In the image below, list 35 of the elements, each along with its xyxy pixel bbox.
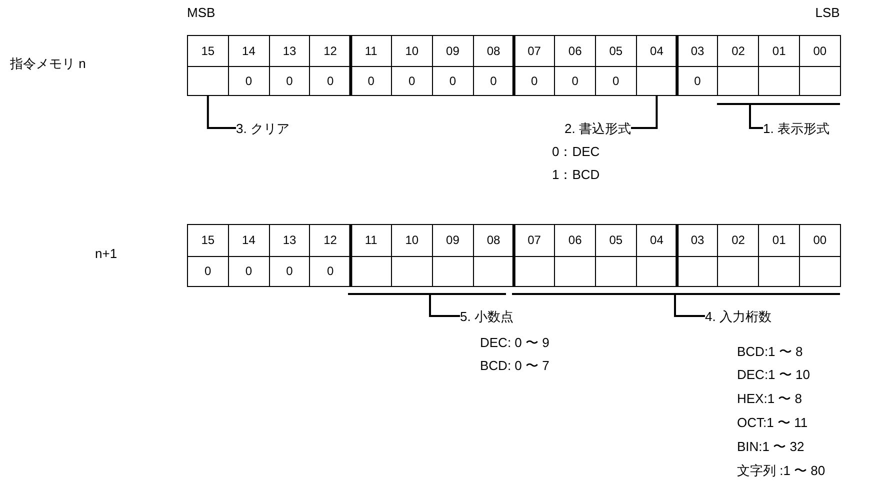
option-text: DEC:1 〜 10 [737, 366, 810, 384]
bit-order-label: MSB [187, 4, 216, 20]
bit-cell [799, 256, 841, 287]
option-text: HEX:1 〜 8 [737, 390, 802, 408]
annotation-label: 1. 表示形式 [763, 120, 830, 136]
bracket-line [512, 293, 840, 295]
option-text: BCD:1 〜 8 [737, 342, 803, 360]
annotation-label: 4. 入力桁数 [705, 308, 772, 324]
leader-line [631, 96, 658, 129]
bit-cell [187, 66, 229, 96]
option-text: DEC: 0 〜 9 [480, 334, 550, 350]
option-text: 0：DEC [552, 142, 600, 160]
bit-number-cell: 00 [799, 35, 841, 67]
bracket-line [717, 103, 840, 105]
bit-number-cell: 15 [187, 224, 229, 256]
option-text: 1：BCD [552, 166, 600, 184]
register-label: n+1 [95, 244, 118, 262]
bit-cell: 0 [187, 256, 229, 287]
leader-line [429, 295, 460, 317]
option-text: BIN:1 〜 32 [737, 438, 804, 455]
bit-cell [799, 66, 841, 96]
leader-line [206, 96, 236, 129]
option-text: OCT:1 〜 11 [737, 414, 808, 431]
option-text: BCD: 0 〜 7 [480, 357, 550, 374]
bit-number-cell: 15 [187, 35, 229, 67]
bit-order-label: LSB [815, 4, 840, 20]
annotation-label: 5. 小数点 [460, 308, 514, 324]
register-label: 指令メモリ n [10, 54, 86, 72]
annotation-label: 3. クリア [236, 120, 290, 136]
bracket-line [348, 293, 506, 295]
leader-line [749, 105, 763, 129]
option-text: 文字列 :1 〜 80 [737, 462, 826, 478]
annotation-label: 2. 書込形式 [564, 120, 631, 136]
leader-line [674, 295, 705, 317]
bit-number-cell: 00 [799, 224, 841, 256]
